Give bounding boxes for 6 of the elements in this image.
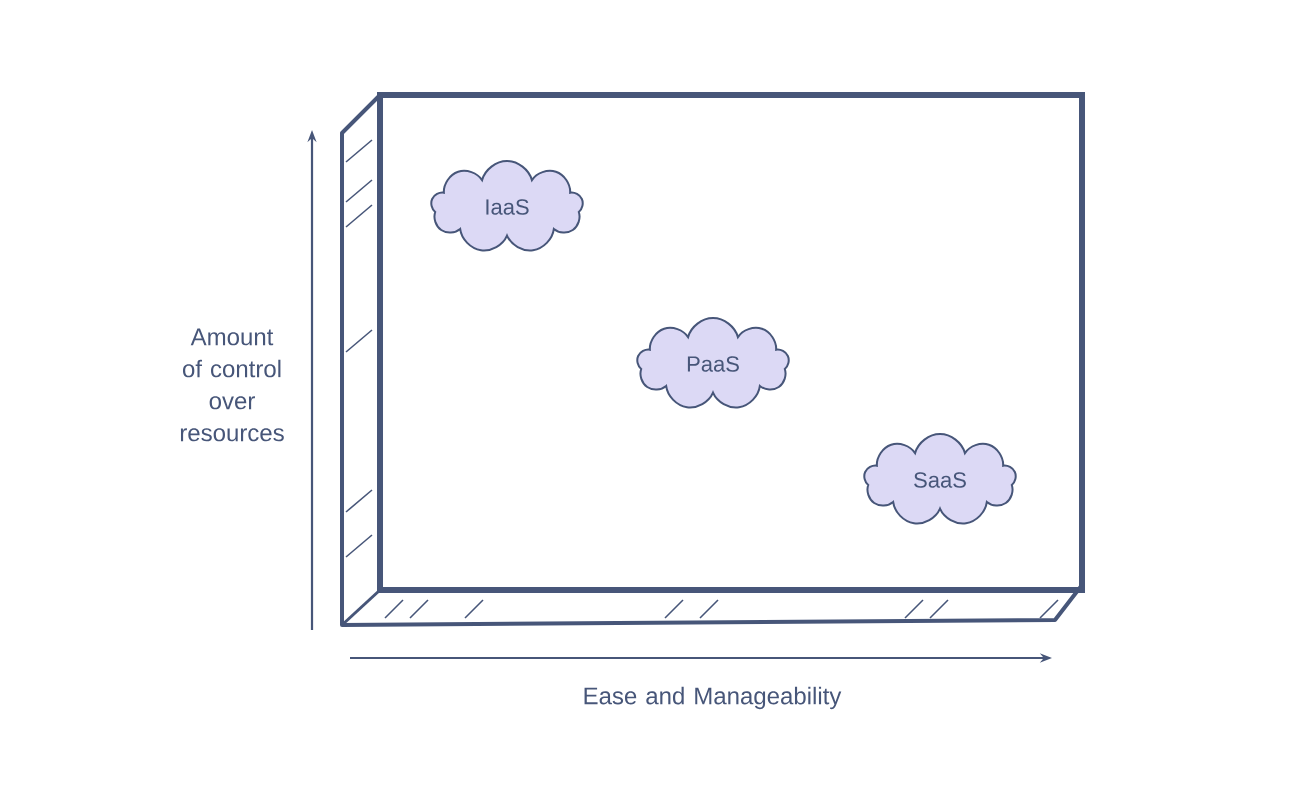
axis-label: Ease and Manageability [584,686,842,710]
cloud: PaaS [636,317,790,409]
frame-box [340,92,1085,627]
cloud: IaaS [430,160,584,252]
cloud: SaaS [863,433,1017,525]
axis-label: Amount of control over resources [180,328,284,442]
